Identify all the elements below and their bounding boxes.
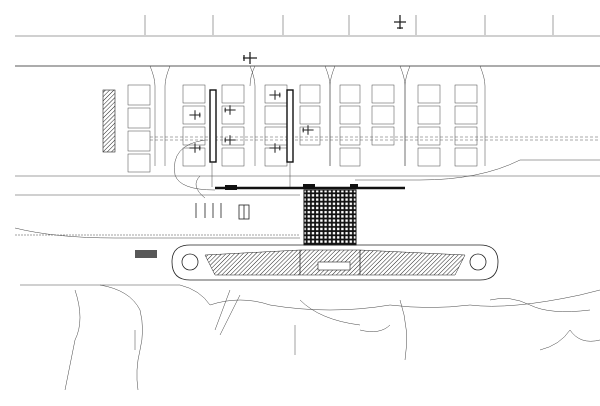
apron <box>15 65 600 177</box>
terminal-building <box>303 189 357 246</box>
parking-stripes <box>195 203 250 220</box>
forecourt-loop <box>135 244 499 281</box>
pier-1 <box>188 89 237 163</box>
pier-2 <box>268 89 315 163</box>
cargo-block <box>102 89 116 153</box>
terminal-road <box>14 159 600 239</box>
airplane-icon <box>242 51 258 65</box>
aircraft-stands <box>127 84 478 173</box>
coastline <box>20 284 600 391</box>
runway-edge <box>15 15 600 37</box>
airplane-icon <box>393 14 407 30</box>
